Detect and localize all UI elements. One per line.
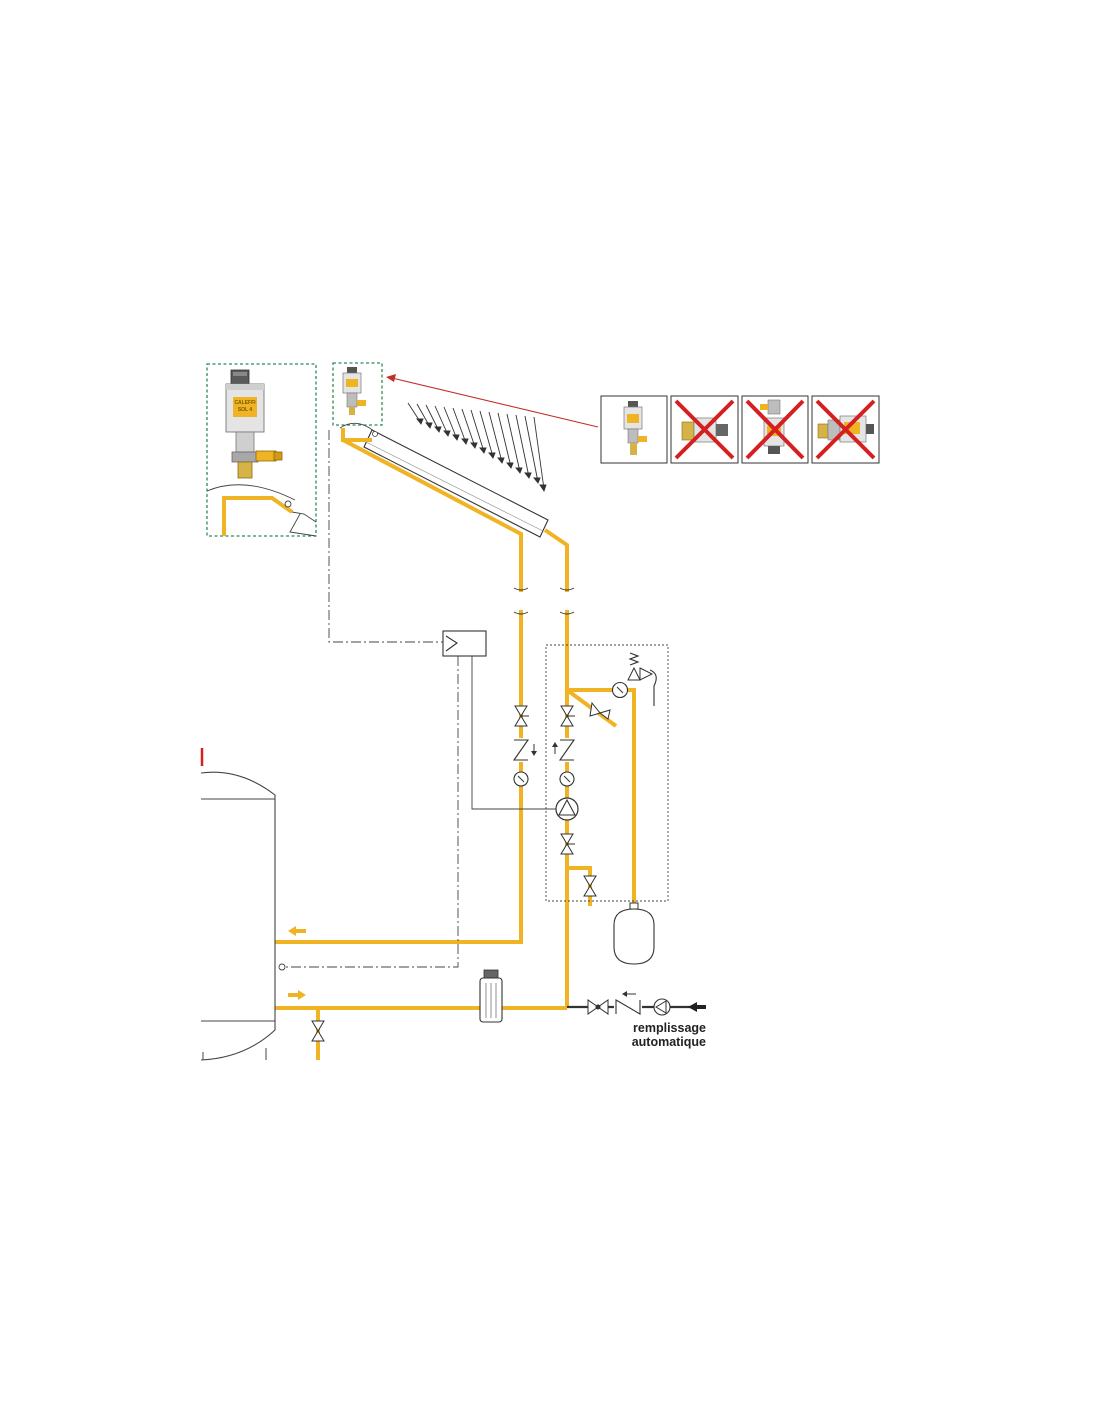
mounting-options	[600, 395, 880, 464]
thermometer-gauge-icon	[559, 771, 575, 787]
air-vent-icon	[342, 367, 366, 415]
flow-arrow-in	[288, 990, 306, 1000]
pipe-break-marks	[513, 587, 575, 615]
cross-out-icon	[674, 399, 735, 460]
pipework	[275, 422, 636, 1060]
device-model-label: SOL 4	[238, 407, 253, 413]
sun-rays-icon	[407, 402, 547, 493]
ball-valve-icon	[589, 701, 611, 720]
air-vent-small-box	[332, 362, 383, 426]
check-valve-icon	[614, 991, 642, 1015]
pointer-arrow	[386, 374, 599, 428]
ball-valve-icon	[560, 833, 575, 855]
cross-out-icon	[815, 399, 876, 460]
device-brand-label: CALEFFI	[234, 400, 256, 406]
safety-valve-icon	[627, 652, 657, 706]
ball-valve-icon	[311, 1020, 325, 1042]
check-valve-icon	[512, 738, 537, 762]
ball-valve-icon	[560, 705, 575, 727]
pump-station-box	[545, 644, 669, 902]
pump-icon	[555, 797, 579, 821]
fill-line	[567, 991, 706, 1016]
fill-label-line1: remplissage	[633, 1021, 706, 1035]
ball-valve-icon	[583, 875, 597, 897]
ball-valve-icon	[587, 999, 609, 1015]
deaerator-icon	[479, 969, 503, 1023]
air-vent-icon: CALEFFI SOL 4	[225, 369, 283, 479]
thermometer-gauge-icon	[513, 771, 529, 787]
fill-label-line2: automatique	[632, 1035, 706, 1049]
ball-valve-icon	[514, 705, 529, 727]
arrow-left-icon	[688, 1002, 706, 1012]
pressure-gauge-icon	[611, 681, 629, 699]
air-vent-icon	[623, 401, 647, 455]
cross-out-icon	[745, 399, 805, 460]
pump-icon	[653, 998, 671, 1016]
flow-arrow-out	[288, 926, 306, 936]
expansion-vessel-icon	[613, 902, 655, 965]
solar-collector-icon	[363, 429, 549, 538]
storage-tank-icon	[200, 748, 276, 1061]
controller-icon	[442, 630, 487, 657]
air-vent-detail-box: CALEFFI SOL 4	[206, 363, 317, 537]
check-valve-icon	[552, 738, 576, 762]
